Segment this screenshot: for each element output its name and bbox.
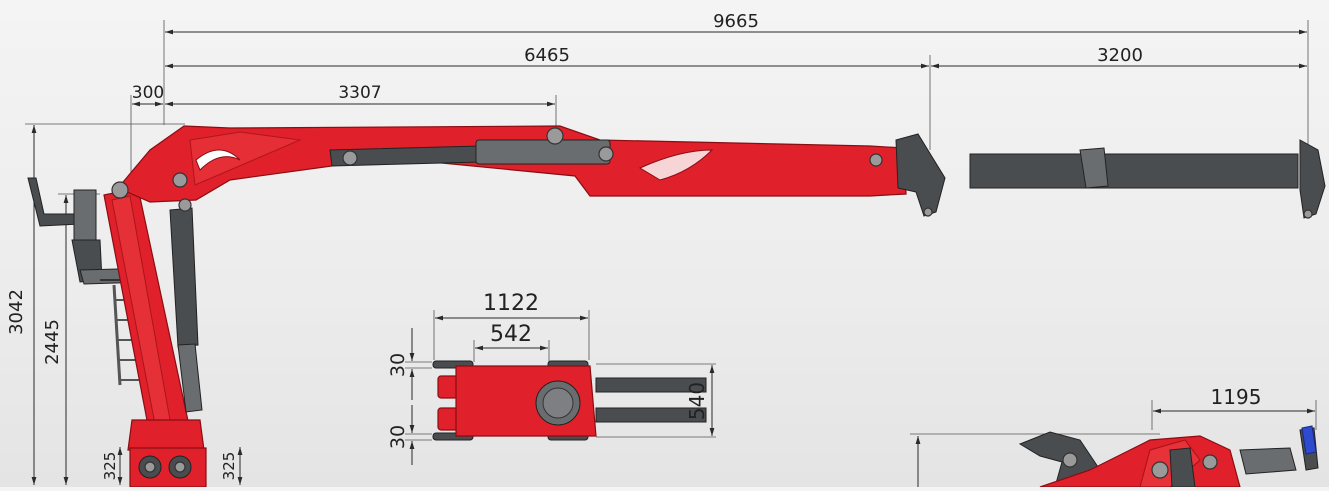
dimension-base-right: 325 — [220, 447, 243, 485]
dimension-inner-boom: 3307 — [165, 83, 557, 130]
column-offset-label: 300 — [132, 83, 164, 103]
dimension-hydraulic-reach: 6465 — [165, 45, 931, 150]
inner-boom-label: 3307 — [338, 83, 381, 103]
seat-height-label: 2445 — [42, 319, 63, 365]
dimension-seat-height: 2445 — [42, 193, 100, 485]
fold-width-label: 1195 — [1211, 385, 1262, 409]
boom-tip-link — [869, 133, 946, 217]
base-depth-label: 540 — [685, 382, 709, 420]
dimension-base-left: 325 — [101, 447, 123, 485]
folded-view: 1195 — [910, 385, 1319, 488]
base-inner-label: 542 — [490, 322, 532, 347]
base-width-label: 1122 — [483, 291, 539, 316]
base-right-label: 325 — [220, 452, 238, 481]
crane-side-view — [27, 125, 1326, 488]
leg-top-label: 30 — [387, 353, 409, 377]
base-top-view: 1122 542 30 30 540 — [387, 291, 716, 465]
leg-bottom-label: 30 — [387, 425, 409, 449]
extension-label: 3200 — [1097, 45, 1143, 66]
slewing-cylinder — [169, 207, 199, 348]
boom-cylinder — [329, 127, 614, 167]
crane-base — [127, 419, 207, 488]
overall-height-label: 3042 — [6, 289, 27, 335]
dimension-extension: 3200 — [931, 45, 1307, 69]
dimension-total-reach: 9665 — [163, 11, 1309, 150]
hydraulic-reach-label: 6465 — [524, 45, 570, 66]
extension-boom — [969, 139, 1326, 219]
dimension-column-offset: 300 — [130, 83, 164, 185]
total-reach-label: 9665 — [713, 11, 759, 32]
base-left-label: 325 — [101, 452, 119, 481]
